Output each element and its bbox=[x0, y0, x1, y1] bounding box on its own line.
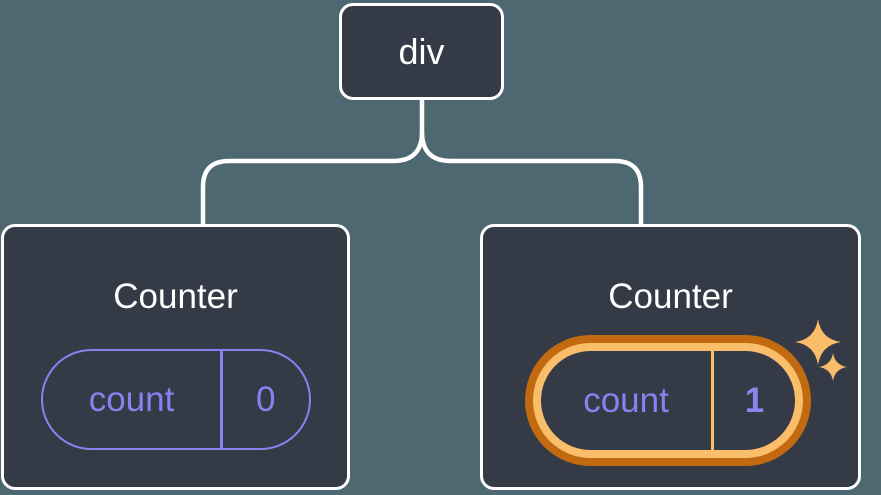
connector-root-to-right-child bbox=[419, 129, 644, 228]
counter-card-left: Counter count 0 bbox=[1, 224, 350, 490]
root-node-label: div bbox=[398, 30, 445, 72]
counter-title: Counter bbox=[113, 277, 238, 316]
state-pill-count-0: count 0 bbox=[41, 349, 311, 450]
state-value-label: 1 bbox=[744, 380, 765, 420]
sparkle-large bbox=[795, 319, 841, 365]
state-pill-count-1-highlight-ring: count 1 bbox=[525, 335, 811, 466]
pill-divider bbox=[220, 351, 223, 448]
sparkles-icon bbox=[795, 319, 847, 381]
state-value-label: 0 bbox=[256, 379, 276, 419]
counter-card-right: Counter count 1 bbox=[480, 224, 861, 490]
sparkle-small bbox=[819, 353, 847, 381]
pill-divider bbox=[711, 351, 714, 450]
state-pill-count-1: count 1 bbox=[541, 351, 795, 450]
state-key-label: count bbox=[583, 380, 669, 420]
root-node-div: div bbox=[339, 3, 504, 100]
counter-title: Counter bbox=[608, 277, 733, 316]
highlight-inner-ring: count 1 bbox=[533, 343, 803, 458]
state-key-label: count bbox=[88, 379, 175, 419]
connector-root-to-left-child bbox=[200, 96, 425, 228]
